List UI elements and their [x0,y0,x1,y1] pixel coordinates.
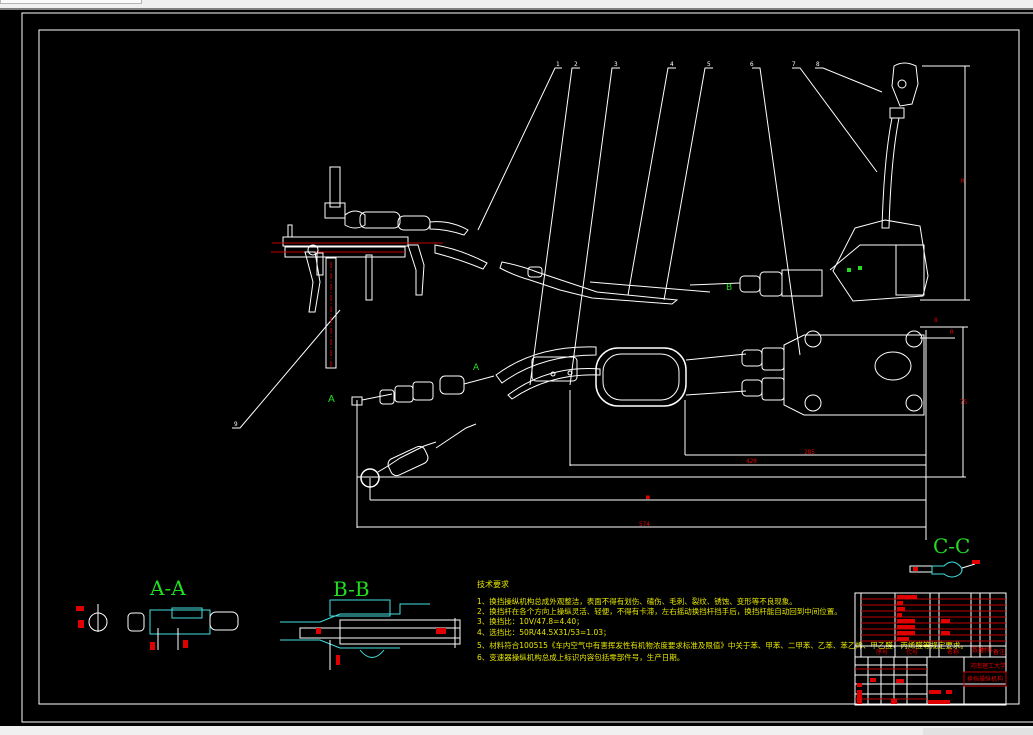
marker-b: B [726,283,732,293]
shift-cable-upper: B [499,261,741,305]
dim-lever-height: R [961,178,965,185]
balloon-numbers: 1 2 3 4 5 6 7 8 9 [234,61,820,428]
dim-span-3: ■ [646,494,650,501]
title-block: 序号 代号 名称 数量 材料 备注 河南理工大学 换挡操纵机构 [854,592,1007,706]
section-c-c-label: C-C [933,534,970,558]
tech-req-4: 4、选挡比：50R/44.5X31/53=1.03； [477,627,611,637]
dim-bracket-height: 75 [960,399,968,406]
horizontal-scrollbar[interactable] [923,728,1033,735]
inner-frame-border [38,29,1020,705]
balloon-6: 6 [750,61,754,68]
section-c-c: C-C [909,534,980,578]
dim-span-420: 420 [746,458,757,465]
balloon-3: 3 [614,61,618,68]
document-tab[interactable] [0,0,142,4]
lower-cable-assembly: A A [328,330,925,488]
outer-sheet-border [21,12,1033,723]
tech-req-1: 1、换挡操纵机构总成外观整洁，表面不得有划伤、磕伤、毛刺、裂纹、锈蚀、变形等不良… [477,596,797,606]
tech-req-6: 6、变速器操纵机构总成上标识内容包括零部件号，生产日期。 [477,652,684,662]
tb-drawing-name: 换挡操纵机构 [967,675,1003,683]
balloon-8: 8 [816,61,820,68]
dim-bracket-small: 8 [934,317,938,324]
cad-drawing-canvas[interactable]: 1 2 3 4 5 6 7 8 9 B [0,10,1033,726]
tb-header-name: 名称 [947,648,959,656]
balloon-1: 1 [556,61,560,68]
tech-req-2: 2、换挡杆在各个方向上操纵灵活、轻便，不得有卡滞，左右摇动换挡杆挡手后，换挡杆能… [477,606,842,616]
dimension-lines: 285 420 ■ 574 75 8 R [356,317,968,540]
tb-header-note: 备注 [993,648,1005,656]
window-top-bar [0,0,1033,10]
balloon-leaders [232,67,883,429]
section-b-b: B-B [280,577,461,670]
tb-school: 河南理工大学 [970,662,1006,670]
marker-a-upper: A [473,363,480,373]
section-a-a: A-A [76,576,239,650]
balloon-2: 2 [574,61,578,68]
marker-a-lower: A [328,394,335,405]
technical-requirements: 技术要求 1、换挡操纵机构总成外观整洁，表面不得有划伤、磕伤、毛刺、裂纹、锈蚀、… [477,579,968,662]
balloon-9: 9 [234,421,238,428]
balloon-7: 7 [792,61,796,68]
drawing-svg: 1 2 3 4 5 6 7 8 9 B [21,12,1033,723]
balloon-5: 5 [707,61,711,68]
tb-header-code: 代号 [906,648,918,656]
gear-lever-assembly: R [739,62,970,302]
dim-span-285: 285 [804,449,815,456]
dim-bracket-offset: R [950,329,954,336]
tb-header-material: 材料 [981,646,993,654]
section-b-b-label: B-B [333,577,370,601]
tech-req-3: 3、换挡比：10V/47.8=4.40； [477,616,584,626]
tech-req-5: 5、材料符合100515《车内空气中有害挥发性有机物浓度要求标准及限值》中关于苯… [477,640,968,650]
window-status-bar [0,726,1033,735]
tb-header-no: 序号 [876,648,888,656]
gearbox-end-assembly [271,166,488,369]
dim-span-574: 574 [639,521,650,528]
balloon-4: 4 [670,61,674,68]
section-a-a-label: A-A [149,576,186,600]
tech-req-title: 技术要求 [477,579,509,589]
tb-header-qty: 数量 [972,646,984,654]
